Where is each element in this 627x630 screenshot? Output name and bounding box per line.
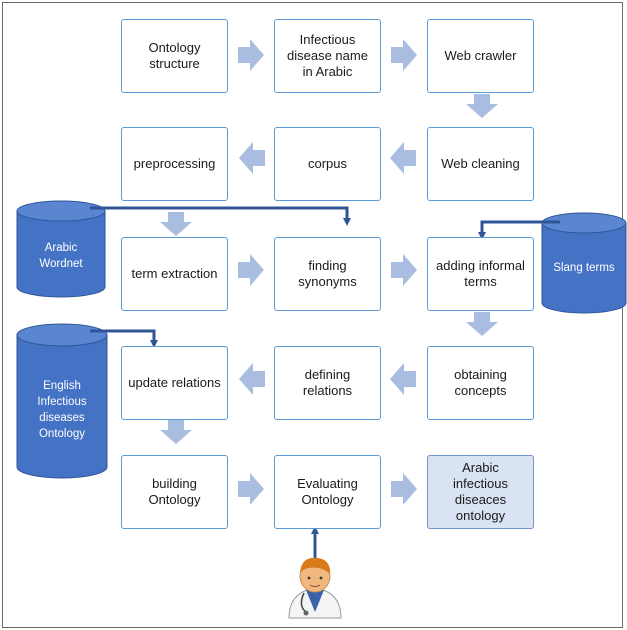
box-preprocessing: preprocessing: [121, 127, 228, 201]
flow-arrow-6: [160, 212, 192, 236]
box-disease-name-arabic: Infectious disease name in Arabic: [274, 19, 381, 93]
flow-arrow-5: [239, 142, 265, 174]
flow-arrow-12: [160, 420, 192, 444]
box-finding-synonyms: finding synonyms: [274, 237, 381, 311]
slang-terms-label: Slang terms: [553, 262, 615, 274]
flow-arrow-2: [391, 39, 417, 71]
box-arabic-infectious-ontology: Arabic infectious diseaces ontology: [427, 455, 534, 529]
box-update-relations: update relations: [121, 346, 228, 420]
connector-wordnet-to-synonyms: [90, 206, 351, 226]
flow-arrow-10: [390, 363, 416, 395]
flow-arrow-8: [391, 254, 417, 286]
flow-arrow-1: [238, 39, 264, 71]
arabic-wordnet-label: Arabic Wordnet: [39, 242, 83, 270]
slang-terms-database: [541, 212, 627, 314]
flow-arrow-3: [466, 94, 498, 118]
flow-arrow-14: [391, 473, 417, 505]
box-defining-relations: defining relations: [274, 346, 381, 420]
box-term-extraction: term extraction: [121, 237, 228, 311]
arabic-wordnet-database: [16, 200, 106, 298]
doctor-icon: [288, 557, 342, 619]
box-corpus: corpus: [274, 127, 381, 201]
box-ontology-structure: Ontology structure: [121, 19, 228, 93]
english-ontology-label: English Infectious diseases Ontology: [37, 380, 87, 440]
box-obtaining-concepts: obtaining concepts: [427, 346, 534, 420]
flow-arrow-13: [238, 473, 264, 505]
flow-arrow-7: [238, 254, 264, 286]
flow-arrow-11: [239, 363, 265, 395]
english-ontology-database: [16, 323, 108, 479]
flow-arrow-9: [466, 312, 498, 336]
box-building-ontology: building Ontology: [121, 455, 228, 529]
flow-arrow-4: [390, 142, 416, 174]
connector-english-to-update: [90, 329, 158, 348]
box-adding-informal-terms: adding informal terms: [427, 237, 534, 311]
box-evaluating-ontology: Evaluating Ontology: [274, 455, 381, 529]
box-web-cleaning: Web cleaning: [427, 127, 534, 201]
connector-slang-to-informal: [478, 220, 560, 240]
box-web-crawler: Web crawler: [427, 19, 534, 93]
